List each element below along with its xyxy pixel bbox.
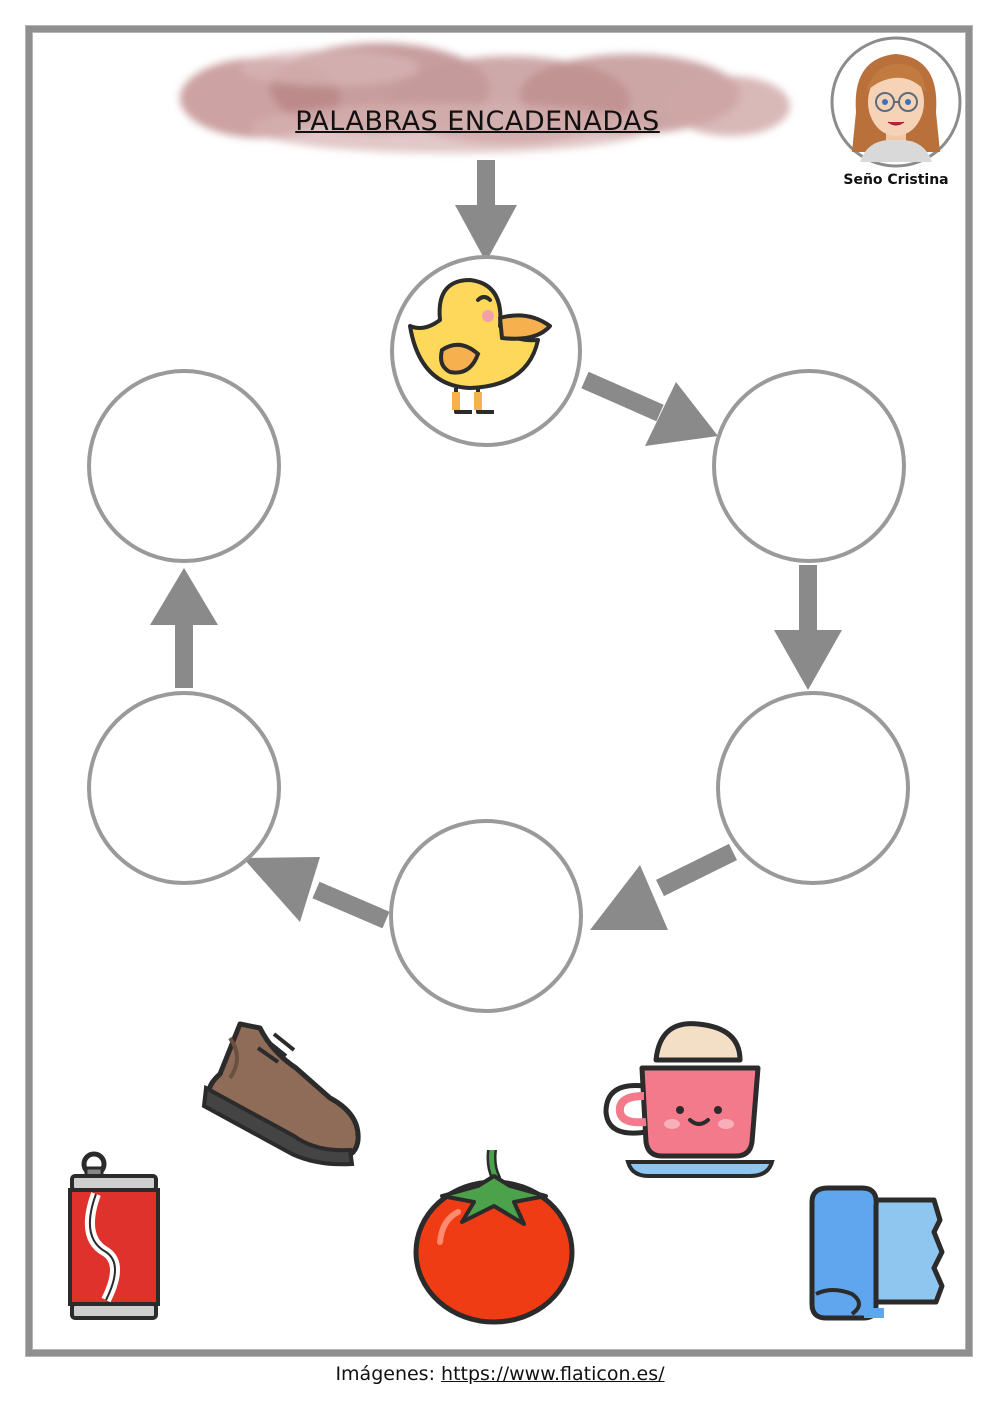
can-icon[interactable]	[66, 1148, 162, 1323]
watercolor-cloud-icon	[180, 43, 790, 153]
shoe-icon[interactable]	[200, 1018, 365, 1168]
chain-circle-3[interactable]	[716, 691, 910, 885]
author-badge: Seño Cristina	[828, 34, 964, 192]
chain-circle-5[interactable]	[87, 691, 281, 885]
arrow-3	[590, 843, 737, 930]
duck-icon	[408, 278, 552, 414]
arrow-4	[243, 857, 390, 929]
page-frame	[26, 26, 972, 1356]
arrow-title-to-start	[455, 160, 517, 262]
tomato-icon[interactable]	[412, 1150, 577, 1325]
cup-icon[interactable]	[600, 1020, 775, 1180]
arrow-2	[774, 565, 842, 690]
chain-circle-6[interactable]	[87, 369, 281, 563]
image-credits: Imágenes: https://www.flaticon.es/	[0, 1363, 1000, 1385]
page-title: PALABRAS ENCADENADAS	[295, 106, 660, 137]
credits-label: Imágenes:	[335, 1363, 435, 1385]
arrow-1	[581, 371, 718, 446]
fabric-roll-icon[interactable]	[806, 1180, 948, 1325]
chain-circle-2[interactable]	[712, 369, 906, 563]
author-name: Seño Cristina	[843, 172, 949, 188]
avatar	[830, 36, 962, 168]
title-banner: PALABRAS ENCADENADAS	[150, 28, 805, 168]
chain-circle-4[interactable]	[389, 819, 583, 1013]
arrow-5	[150, 568, 218, 688]
credits-link[interactable]: https://www.flaticon.es/	[441, 1363, 665, 1385]
